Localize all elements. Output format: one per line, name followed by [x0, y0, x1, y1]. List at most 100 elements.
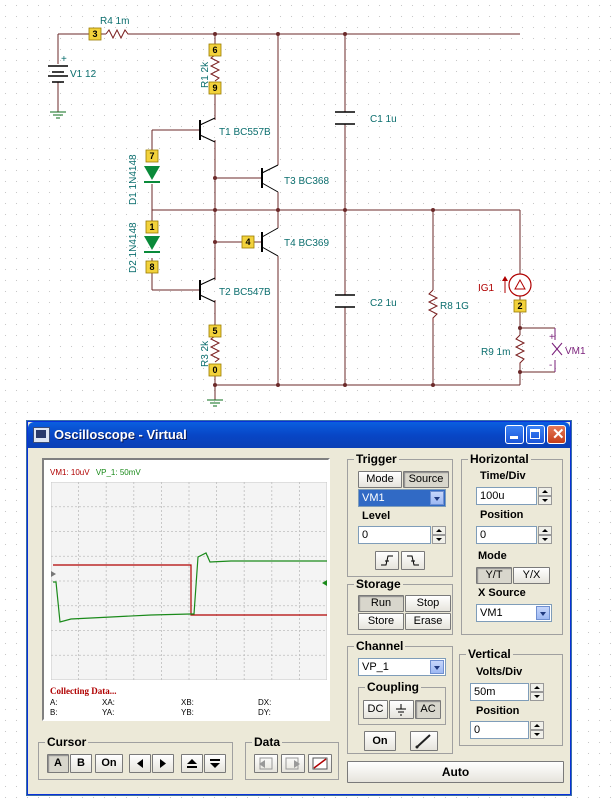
minimize-button[interactable]: [505, 425, 524, 444]
oscilloscope-icon: [33, 427, 50, 443]
h-position-input[interactable]: 0: [476, 526, 537, 544]
ac-coupling-button[interactable]: AC: [415, 700, 441, 719]
d1-label: D1 1N4148: [128, 154, 139, 205]
ground-coupling-button[interactable]: [389, 700, 414, 719]
level-stepper[interactable]: [432, 526, 446, 544]
vp1-legend: VP_1: 50mV: [95, 468, 141, 477]
maximize-button[interactable]: [526, 425, 545, 444]
t2-transistor: [199, 277, 216, 303]
spin-up-icon[interactable]: [432, 526, 446, 535]
c2-capacitor: [335, 294, 355, 308]
spin-down-icon[interactable]: [538, 496, 552, 505]
mode-yx-button[interactable]: Y/X: [513, 567, 550, 584]
cursor-left-button[interactable]: [129, 754, 151, 773]
chevron-down-icon[interactable]: [430, 660, 444, 674]
node-tag: 6: [208, 43, 222, 57]
graph-icon: [312, 757, 328, 770]
falling-edge-button[interactable]: [401, 551, 425, 570]
svg-text:3: 3: [92, 29, 97, 39]
node-tag: 8: [145, 260, 159, 274]
minimize-icon: [510, 436, 518, 439]
ig1-label: IG1: [478, 283, 495, 294]
run-button[interactable]: Run: [358, 595, 404, 612]
channel-on-button[interactable]: On: [364, 731, 396, 751]
spin-down-icon[interactable]: [432, 535, 446, 544]
rising-edge-icon: [381, 555, 393, 566]
channel-legend: VM1: 10uV VP_1: 50mV: [50, 468, 141, 477]
stop-button[interactable]: Stop: [405, 595, 451, 612]
close-button[interactable]: ✕: [547, 425, 566, 444]
chevron-down-icon[interactable]: [536, 606, 550, 620]
data-import-button[interactable]: [254, 754, 278, 773]
x-source-select[interactable]: VM1: [476, 604, 552, 622]
trigger-source-button[interactable]: Source: [403, 471, 449, 488]
spin-down-icon[interactable]: [538, 535, 552, 544]
cursor-b-readout: B:: [50, 708, 58, 717]
store-button[interactable]: Store: [358, 613, 404, 630]
data-title: Data: [252, 735, 283, 749]
data-graph-button[interactable]: [308, 754, 332, 773]
level-input[interactable]: 0: [358, 526, 431, 544]
t2-label: T2 BC547B: [219, 287, 271, 298]
t3-transistor: [261, 164, 279, 193]
mode-yt-button[interactable]: Y/T: [476, 567, 512, 584]
r1-label: R1 2k: [200, 61, 211, 88]
r4-resistor: [105, 28, 130, 40]
svg-text:1: 1: [149, 222, 154, 232]
trigger-mode-button[interactable]: Mode: [358, 471, 402, 488]
t1-label: T1 BC557B: [219, 127, 271, 138]
dy-readout: DY:: [258, 708, 271, 717]
spin-up-icon[interactable]: [530, 721, 544, 730]
v1-label: V1 12: [70, 69, 97, 80]
erase-button[interactable]: Erase: [405, 613, 451, 630]
cursor-right-button[interactable]: [152, 754, 174, 773]
cursor-title: Cursor: [45, 735, 89, 749]
probe-button[interactable]: [410, 731, 438, 751]
spin-down-icon[interactable]: [530, 730, 544, 739]
coupling-title: Coupling: [365, 680, 421, 694]
cursor-a-button[interactable]: A: [47, 754, 69, 773]
volts-div-stepper[interactable]: [530, 683, 544, 701]
data-export-button[interactable]: [281, 754, 305, 773]
x-source-label: X Source: [478, 587, 526, 599]
scope-graticule: [51, 482, 327, 680]
auto-button[interactable]: Auto: [347, 761, 564, 783]
spin-down-icon[interactable]: [530, 692, 544, 701]
volts-div-input[interactable]: 50m: [470, 683, 529, 701]
chevron-down-icon[interactable]: [430, 491, 444, 505]
level-label: Level: [362, 510, 391, 522]
spin-up-icon[interactable]: [538, 526, 552, 535]
dc-coupling-button[interactable]: DC: [363, 700, 388, 719]
channel-value: VP_1: [362, 661, 389, 673]
t1-transistor: [199, 117, 216, 143]
spin-up-icon[interactable]: [530, 683, 544, 692]
xa-readout: XA:: [102, 698, 115, 707]
title-bar[interactable]: Oscilloscope - Virtual ✕: [28, 422, 570, 448]
v-position-input[interactable]: 0: [470, 721, 529, 739]
volts-div-label: Volts/Div: [476, 666, 523, 678]
svg-text:+: +: [549, 332, 555, 343]
close-icon: ✕: [552, 426, 565, 443]
node-tag: 9: [208, 81, 222, 95]
cursor-b-button[interactable]: B: [70, 754, 92, 773]
h-position-stepper[interactable]: [538, 526, 552, 544]
time-div-stepper[interactable]: [538, 487, 552, 505]
cursor-up-button[interactable]: [181, 754, 203, 773]
t3-label: T3 BC368: [284, 176, 329, 187]
r9-resistor: [514, 334, 526, 365]
channel-select[interactable]: VP_1: [358, 658, 446, 676]
scope-screen: VM1: 10uV VP_1: 50mV Collecting Data... …: [42, 458, 330, 721]
arrow-up-icon: [187, 759, 197, 768]
time-div-input[interactable]: 100u: [476, 487, 537, 505]
cursor-down-button[interactable]: [204, 754, 226, 773]
spin-up-icon[interactable]: [538, 487, 552, 496]
cursor-on-button[interactable]: On: [95, 754, 123, 773]
r8-resistor: [427, 289, 439, 322]
svg-text:7: 7: [149, 151, 154, 161]
v-position-stepper[interactable]: [530, 721, 544, 739]
channel-group: Channel VP_1 Coupling DC AC On: [347, 639, 453, 754]
trigger-source-select[interactable]: VM1: [358, 489, 446, 507]
rising-edge-button[interactable]: [375, 551, 399, 570]
time-div-label: Time/Div: [480, 470, 526, 482]
vm1-label: VM1: [565, 346, 586, 357]
